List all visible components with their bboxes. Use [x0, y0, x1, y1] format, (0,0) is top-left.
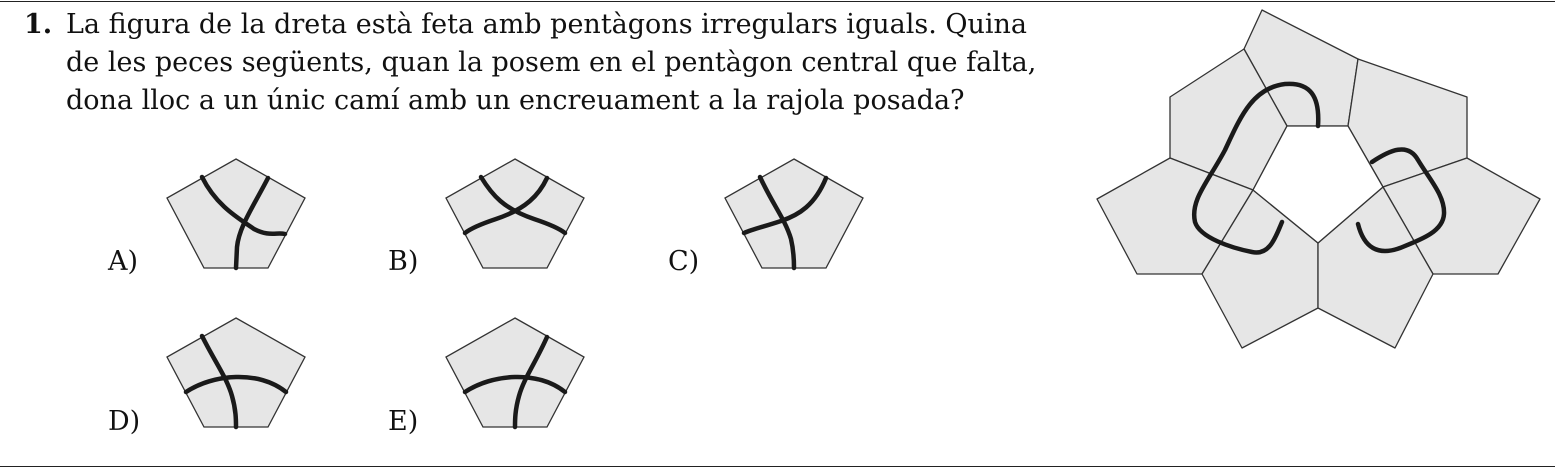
option-b-label[interactable]: B)	[388, 246, 419, 277]
option-d-piece[interactable]	[165, 316, 307, 430]
path-right-loop	[1355, 147, 1447, 254]
top-rule	[0, 1, 1555, 2]
bottom-rule	[0, 466, 1555, 467]
question-line-2: de les peces següents, quan la posem en …	[66, 47, 1037, 78]
question-number: 1.	[24, 9, 53, 40]
path-left-loop	[1191, 81, 1321, 255]
option-c-piece[interactable]	[723, 157, 865, 271]
option-e-piece[interactable]	[444, 316, 586, 430]
option-e-label[interactable]: E)	[388, 406, 419, 437]
option-a-piece[interactable]	[165, 157, 307, 271]
option-d-label[interactable]: D)	[108, 406, 141, 437]
option-c-label[interactable]: C)	[668, 246, 700, 277]
pentagon-ring-figure	[1096, 9, 1541, 349]
option-a-label[interactable]: A)	[108, 246, 139, 277]
question-line-3: dona lloc a un únic camí amb un encreuam…	[66, 85, 965, 116]
question-text: La figura de la dreta està feta amb pent…	[66, 6, 1066, 120]
question-line-1: La figura de la dreta està feta amb pent…	[66, 9, 1028, 40]
missing-central-pentagon	[1252, 125, 1384, 244]
option-b-piece[interactable]	[444, 157, 586, 271]
